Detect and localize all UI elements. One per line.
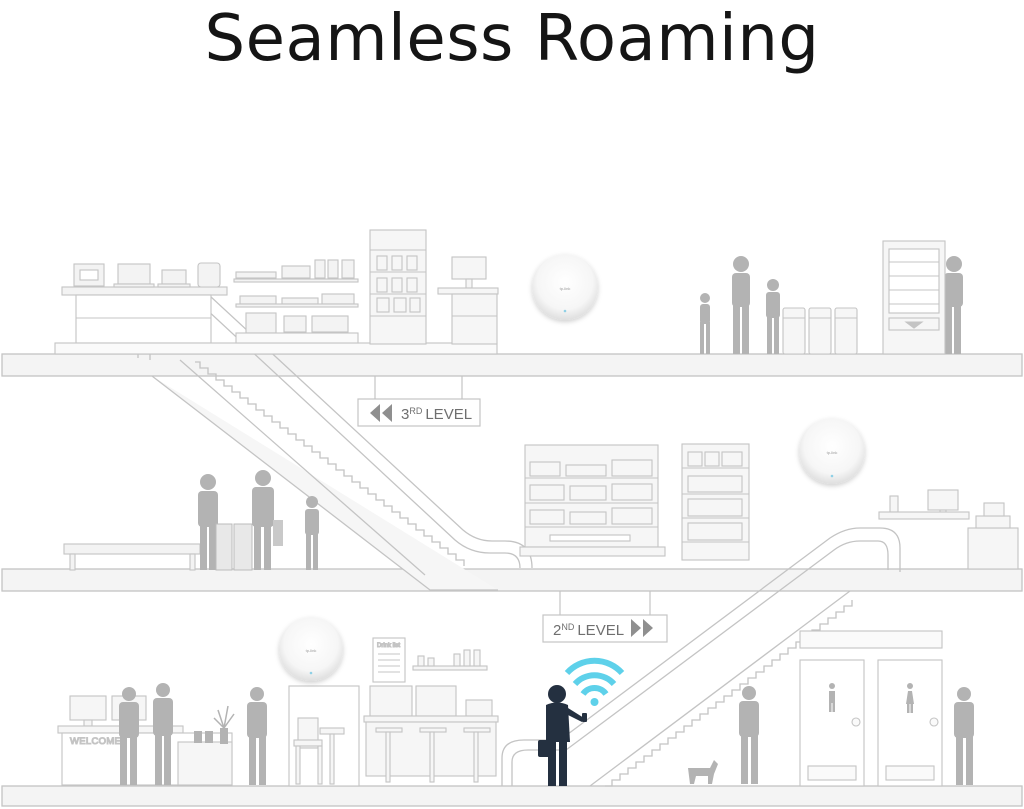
checkout-counter-level-2 — [878, 489, 1019, 570]
sign-level-3-suffix: RD — [409, 406, 422, 416]
arrow-left-icon — [382, 404, 392, 422]
plant — [213, 705, 235, 729]
sign-level-2-suffix: ND — [561, 622, 574, 632]
phone-icon — [582, 713, 587, 722]
grocery-shelf-right — [681, 443, 750, 561]
arrow-right-icon — [643, 619, 653, 637]
sign-level-3-number: 3 — [401, 406, 409, 423]
bench — [63, 543, 201, 571]
user-with-phone — [538, 685, 587, 786]
vending-machine — [882, 240, 946, 355]
briefcase-icon — [538, 740, 553, 757]
trash-bins — [782, 307, 858, 355]
floor-level-2 — [1, 568, 1023, 592]
access-point-level-2: tp-link — [799, 418, 865, 484]
people-level-3 — [700, 256, 963, 354]
male-restroom-icon — [829, 683, 835, 712]
menu-board-label: Drink list — [377, 643, 400, 649]
wifi-signal-icon — [564, 657, 625, 706]
restrooms — [799, 630, 943, 787]
cafe: Drink list — [288, 637, 499, 787]
svg-text:tp-link: tp-link — [306, 648, 317, 653]
floor-level-1 — [1, 785, 1023, 807]
grocery-shelf-left — [519, 444, 666, 557]
access-point-level-3: tp-link — [532, 254, 598, 320]
electronics-store — [54, 259, 498, 355]
arrow-left-icon — [370, 404, 380, 422]
people-level-2 — [198, 470, 319, 571]
svg-text:tp-link: tp-link — [827, 450, 838, 455]
checkout-counter-level-3 — [437, 256, 499, 345]
access-point-level-1: tp-link — [279, 617, 343, 681]
sign-level-2-word: LEVEL — [577, 622, 624, 639]
female-restroom-icon — [906, 683, 914, 713]
sign-level-2-number: 2 — [553, 622, 561, 639]
arrow-right-icon — [631, 619, 641, 637]
welcome-label: WELCOME — [70, 736, 121, 747]
sign-level-3-word: LEVEL — [425, 406, 472, 423]
display-cabinet — [369, 229, 427, 345]
escalator-upper — [137, 295, 533, 591]
page-title: Seamless Roaming — [204, 2, 820, 76]
svg-text:tp-link: tp-link — [560, 286, 571, 291]
people-level-1-left — [119, 683, 267, 785]
floor-level-3 — [1, 353, 1023, 377]
floor-slabs — [1, 353, 1023, 807]
